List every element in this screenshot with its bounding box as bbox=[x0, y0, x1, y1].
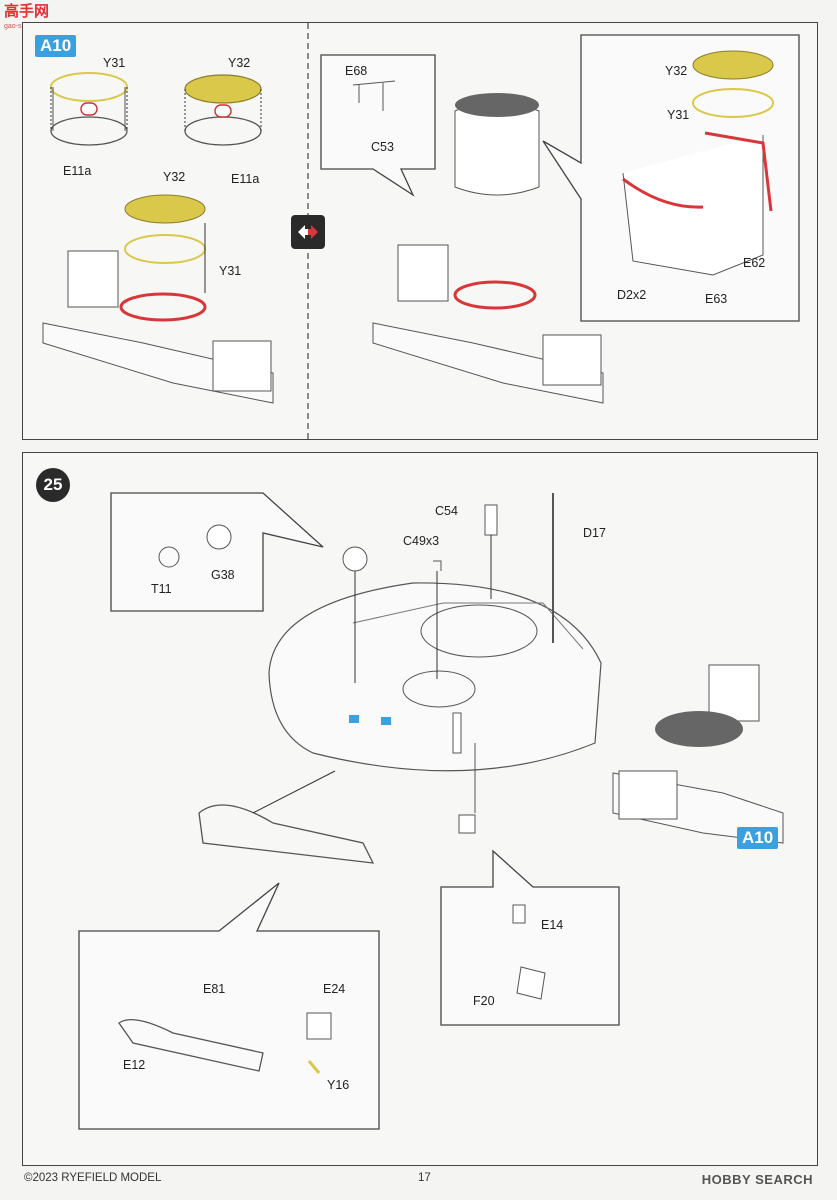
part-label: E68 bbox=[345, 64, 367, 78]
hull-assembly-left bbox=[42, 194, 274, 404]
a10-badge: A10 bbox=[35, 35, 77, 57]
subassembly-a10-panel: A10 Y31 Y32 E11a E11a bbox=[22, 22, 818, 440]
part-label: Y32 bbox=[163, 170, 185, 184]
part-label: E81 bbox=[203, 982, 225, 996]
part-label: Y32 bbox=[228, 56, 250, 70]
step-25-drawing: T11 G38 C54 D17 C49x3 bbox=[78, 492, 784, 1130]
footer-page-number: 17 bbox=[418, 1172, 431, 1184]
footer-brand-watermark: HOBBY SEARCH bbox=[701, 1172, 813, 1187]
step-25-panel: T11 G38 C54 D17 C49x3 bbox=[22, 452, 818, 1166]
part-label: Y31 bbox=[103, 56, 125, 70]
part-label: C53 bbox=[371, 140, 394, 154]
part-label: Y32 bbox=[665, 64, 687, 78]
part-label: C54 bbox=[435, 504, 458, 518]
part-label: D17 bbox=[583, 526, 606, 540]
swap-arrows-icon bbox=[291, 215, 325, 249]
step-number-badge: 25 bbox=[36, 468, 70, 502]
a10-hull-reference bbox=[612, 664, 784, 844]
part-label: E24 bbox=[323, 982, 345, 996]
part-label: F20 bbox=[473, 994, 495, 1008]
part-label: Y31 bbox=[667, 108, 689, 122]
part-label: T11 bbox=[151, 582, 172, 596]
part-label: E14 bbox=[541, 918, 563, 932]
part-label: E62 bbox=[743, 256, 765, 270]
y31-mesh-ring-left bbox=[50, 72, 128, 146]
part-label: G38 bbox=[211, 568, 235, 582]
a10-badge-step25: A10 bbox=[737, 827, 779, 849]
y32-mesh-ring-right bbox=[184, 74, 262, 146]
part-label: E12 bbox=[123, 1058, 145, 1072]
a10-drawing: Y31 Y32 E11a E11a Y32 Y31 E68 C53 bbox=[42, 23, 800, 439]
part-label: E11a bbox=[63, 164, 91, 178]
footer-copyright: ©2023 RYEFIELD MODEL bbox=[24, 1172, 162, 1184]
part-label: Y16 bbox=[327, 1078, 349, 1092]
turret-assembly bbox=[268, 493, 602, 834]
part-label: E11a bbox=[231, 172, 259, 186]
mesh-screen-detail bbox=[622, 50, 774, 276]
part-label: C49x3 bbox=[403, 534, 439, 548]
hull-assembly-center bbox=[372, 93, 604, 404]
part-label: E63 bbox=[705, 292, 727, 306]
part-label: D2x2 bbox=[617, 288, 646, 302]
part-label: Y31 bbox=[219, 264, 241, 278]
